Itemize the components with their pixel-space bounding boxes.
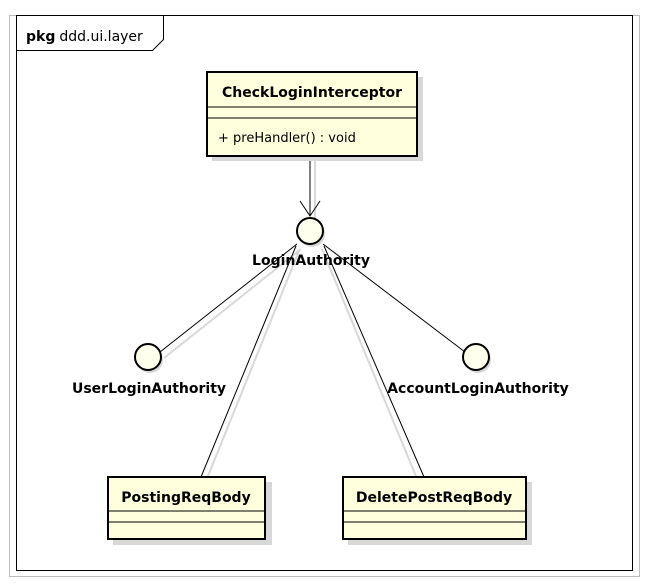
class-box: [107, 476, 266, 540]
class-name: CheckLoginInterceptor: [222, 85, 402, 101]
package-keyword: pkg: [26, 29, 55, 45]
class-name: PostingReqBody: [121, 490, 250, 506]
class-box: [342, 476, 527, 540]
realization-user-login: [159, 243, 298, 353]
interface-circle: [462, 343, 490, 371]
interface-circle: [296, 217, 324, 245]
interface-label: AccountLoginAuthority: [387, 381, 569, 397]
class-posting-req-body: PostingReqBody: [107, 476, 272, 545]
dependency-arrowhead: [299, 200, 321, 217]
class-operation: + preHandler() : void: [218, 131, 356, 146]
class-name: DeletePostReqBody: [356, 490, 512, 506]
interface-label: UserLoginAuthority: [72, 381, 226, 397]
association-posting: [200, 245, 297, 478]
association-delete-post: [323, 245, 425, 478]
class-box: [206, 71, 418, 157]
realization-account-login: [322, 243, 466, 353]
package-name: ddd.ui.layer: [59, 29, 143, 45]
interface-circle: [134, 343, 162, 371]
package-tab: [16, 15, 164, 51]
class-check-login-interceptor: CheckLoginInterceptor + preHandler() : v…: [206, 71, 423, 161]
interface-login-authority: LoginAuthority: [252, 217, 370, 269]
connector-shadows: [163, 160, 419, 482]
class-delete-post-req-body: DeletePostReqBody: [342, 476, 532, 545]
interface-label: LoginAuthority: [252, 253, 370, 269]
interface-user-login-authority: UserLoginAuthority: [72, 343, 226, 397]
interface-account-login-authority: AccountLoginAuthority: [387, 343, 569, 397]
package-frame: [16, 15, 633, 571]
